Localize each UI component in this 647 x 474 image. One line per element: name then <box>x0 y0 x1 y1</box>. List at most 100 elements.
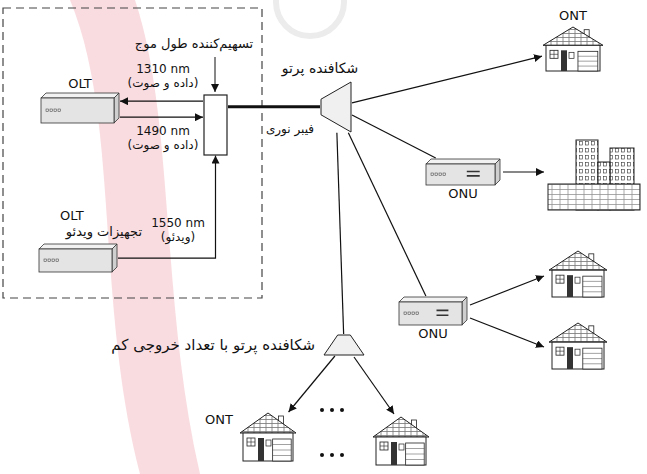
port <box>48 259 51 262</box>
video-olt: OLTتجهیزات ویدئو <box>38 208 142 273</box>
onu-symbol <box>398 296 468 326</box>
connector <box>348 133 426 296</box>
garage-slat <box>406 448 425 449</box>
splitter-symbol <box>323 334 365 356</box>
window-bars <box>556 275 564 283</box>
connector <box>120 117 203 118</box>
device-side <box>114 93 119 123</box>
window <box>247 438 255 446</box>
status-bars <box>437 310 449 315</box>
port <box>435 173 438 176</box>
drop-arrow <box>503 171 544 172</box>
port <box>54 109 57 112</box>
drop-arrow <box>470 276 544 305</box>
onu-symbol <box>425 158 501 186</box>
wall <box>552 342 604 369</box>
window-bars <box>556 347 564 355</box>
garage-slat <box>273 450 292 451</box>
window <box>556 275 564 283</box>
garage-slat <box>273 444 292 445</box>
garage <box>583 276 602 297</box>
garage-slat <box>583 358 602 359</box>
device-side <box>462 297 467 325</box>
splitter-symbol <box>320 81 352 133</box>
premises <box>373 140 640 465</box>
wavelength-label: 1550 nm (ویدئو) <box>146 216 210 245</box>
window <box>380 442 388 450</box>
node-label: OLT <box>38 208 142 224</box>
door <box>561 50 567 71</box>
port <box>46 109 49 112</box>
garage <box>273 439 292 461</box>
device-top <box>399 297 467 302</box>
splitter-outline <box>321 82 351 132</box>
wavelength-label: فیبر نوری <box>258 122 322 136</box>
device-top <box>39 244 117 249</box>
wall <box>546 45 600 71</box>
node-label: شکافنده پرتو <box>280 60 360 77</box>
onu-device: ONU <box>398 296 468 342</box>
connector <box>289 356 335 412</box>
beam-splitter: شکافنده پرتو <box>280 60 360 133</box>
leader-arrow <box>215 57 216 92</box>
garage <box>578 51 598 71</box>
connector <box>120 101 203 102</box>
garage-slat <box>406 454 425 455</box>
garage-slat <box>578 65 598 66</box>
window <box>550 50 558 58</box>
node-label: OLT <box>40 76 120 92</box>
garage <box>406 443 425 465</box>
port <box>416 312 419 315</box>
device-front <box>39 249 112 272</box>
garage-slat <box>578 60 598 61</box>
node-label: شکافنده پرتو با تعداد خروجی کم <box>111 336 315 354</box>
device-side <box>495 159 500 185</box>
door <box>567 275 573 297</box>
connector <box>118 156 216 259</box>
device-front <box>41 98 114 123</box>
window <box>569 52 574 58</box>
watermark-ring <box>276 0 344 36</box>
wavelength-label: 1310 nm (داده و صوت) <box>124 62 202 91</box>
node-label: ONU <box>398 326 468 342</box>
device-front <box>426 164 495 185</box>
port <box>44 259 47 262</box>
connector <box>352 56 542 103</box>
garage-slat <box>406 459 425 460</box>
ont-home: ONT <box>205 412 297 462</box>
olt-device: OLT <box>40 76 120 124</box>
wall <box>552 270 604 297</box>
mux-outline <box>204 95 227 155</box>
connector <box>352 115 436 158</box>
roof <box>240 413 296 433</box>
window <box>266 440 271 446</box>
garage-slat <box>583 286 602 287</box>
device-front <box>399 302 462 325</box>
window-bars <box>550 50 558 58</box>
house-icon <box>542 26 604 72</box>
window-bars <box>247 438 255 446</box>
optical-fiber <box>228 105 320 108</box>
node-label: تسهیم‌کننده طول موج <box>132 36 256 52</box>
edge-label-box: 1490 nm (داده و صوت) <box>124 124 202 153</box>
drop-arrow <box>354 357 394 414</box>
roof <box>373 417 429 437</box>
node-label: ONT <box>540 8 606 24</box>
drop-arrow <box>470 318 544 347</box>
port <box>404 312 407 315</box>
mux-box <box>203 94 228 156</box>
wall <box>243 433 293 461</box>
garage-slat <box>273 455 292 456</box>
port <box>58 109 61 112</box>
status-bars <box>467 171 480 175</box>
garage-slat <box>578 55 598 56</box>
door <box>567 347 573 369</box>
wavelength-label: 1490 nm (داده و صوت) <box>124 124 202 153</box>
roof <box>549 323 607 342</box>
edge-label-box: فیبر نوری <box>258 122 322 136</box>
device-side <box>112 244 117 272</box>
olt-symbol <box>38 243 118 273</box>
low-block <box>548 184 640 210</box>
port <box>50 109 53 112</box>
